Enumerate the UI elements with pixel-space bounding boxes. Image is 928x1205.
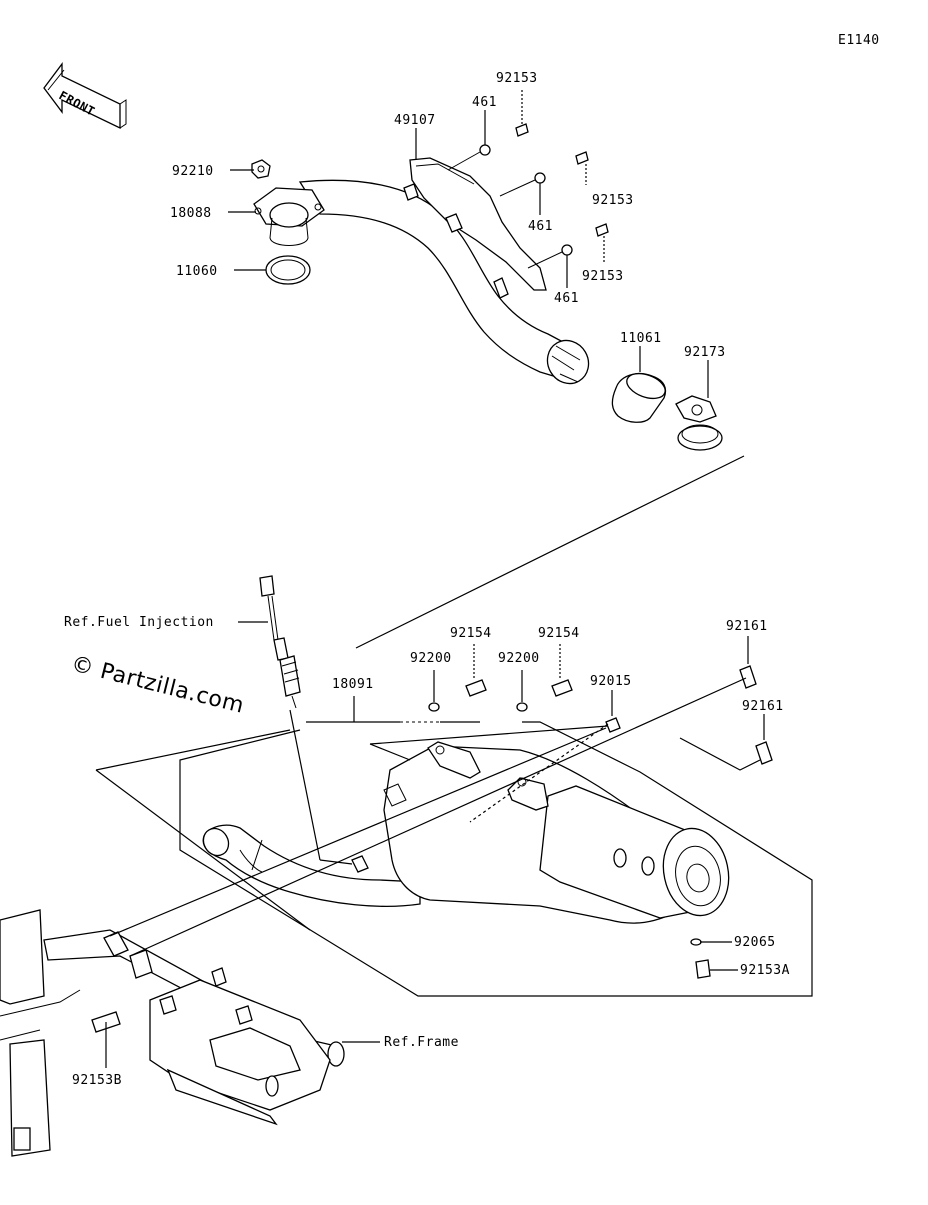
clamp-92173-part xyxy=(675,395,723,451)
front-arrow-icon: FRONT xyxy=(43,62,127,130)
label-92154-b: 92154 xyxy=(538,626,580,641)
leaders-upper xyxy=(228,90,709,398)
label-461-mid: 461 xyxy=(528,219,553,234)
label-92200-b: 92200 xyxy=(498,651,540,666)
label-92015: 92015 xyxy=(590,674,632,689)
label-92161-b: 92161 xyxy=(742,699,784,714)
label-92154-a: 92154 xyxy=(450,626,492,641)
fasteners-lower xyxy=(428,665,773,765)
label-92161-a: 92161 xyxy=(726,619,768,634)
label-ref-frame: Ref.Frame xyxy=(384,1035,459,1050)
connector-line xyxy=(355,455,745,649)
frame-part xyxy=(0,909,345,1157)
label-ref-fuel-injection: Ref.Fuel Injection xyxy=(64,615,214,630)
muffler-assembly xyxy=(202,741,730,924)
label-92065: 92065 xyxy=(734,935,776,950)
label-11060: 11060 xyxy=(176,264,218,279)
label-92200-a: 92200 xyxy=(410,651,452,666)
exhaust-pipe-upper xyxy=(253,157,590,385)
label-92173: 92173 xyxy=(684,345,726,360)
label-461-top: 461 xyxy=(472,95,497,110)
label-49107: 49107 xyxy=(394,113,436,128)
label-92153b: 92153B xyxy=(72,1073,122,1088)
label-92153-top: 92153 xyxy=(496,71,538,86)
label-18088: 18088 xyxy=(170,206,212,221)
label-11061: 11061 xyxy=(620,331,662,346)
sensor-part xyxy=(259,575,301,709)
partzilla-watermark: © Partzilla.com xyxy=(69,652,247,719)
label-461-low: 461 xyxy=(554,291,579,306)
label-18091: 18091 xyxy=(332,677,374,692)
leaders-lower xyxy=(95,636,813,1068)
label-92210: 92210 xyxy=(172,164,214,179)
nut-92210-part xyxy=(251,159,271,179)
sleeve-11061-part xyxy=(611,372,667,423)
label-92153-mid: 92153 xyxy=(592,193,634,208)
drain-bolt-parts xyxy=(690,938,711,979)
label-92153-low: 92153 xyxy=(582,269,624,284)
diagram-code: E1140 xyxy=(838,33,880,48)
label-92153a: 92153A xyxy=(740,963,790,978)
